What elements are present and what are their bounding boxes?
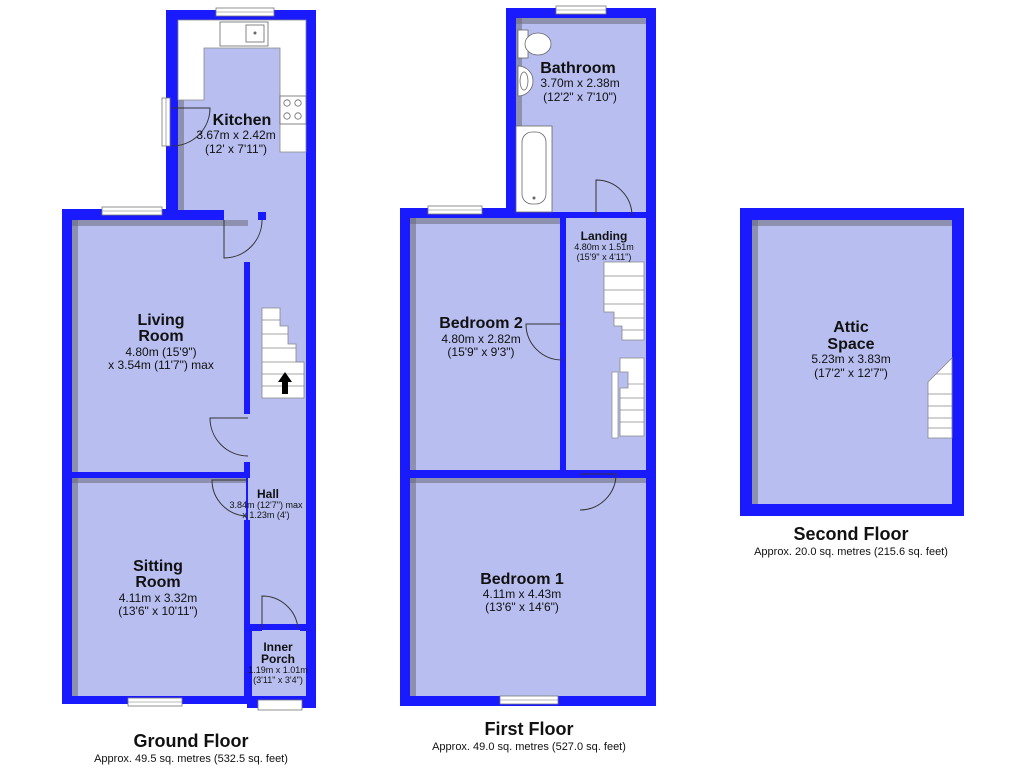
sitting-room-name-2: Room <box>135 574 180 591</box>
inner-porch-imperial: (3'11" x 3'4") <box>253 675 303 685</box>
kitchen-dims: 3.67m x 2.42m <box>196 128 275 142</box>
bathroom-name: Bathroom <box>540 60 616 77</box>
front-door <box>257 699 303 711</box>
living-room-dims: 4.80m (15'9") <box>125 345 196 359</box>
living-room-name-2: Room <box>138 328 183 345</box>
living-room-name-1: Living <box>137 312 184 329</box>
bedroom1-dims: 4.11m x 4.43m <box>483 587 561 601</box>
bedroom1-floor <box>410 478 646 696</box>
kitchen-door <box>171 107 211 147</box>
wall-living-sitting <box>68 472 250 478</box>
attic-imperial: (17'2" x 12'7") <box>814 366 888 380</box>
wall-kitchen-living <box>166 210 224 220</box>
landing-imperial: (15'9" x 4'11") <box>577 252 632 262</box>
ground-floor-area: Approx. 49.5 sq. metres (532.5 sq. feet) <box>94 753 288 765</box>
bedroom1-name: Bedroom 1 <box>480 571 564 588</box>
attic-floor <box>752 220 952 504</box>
kitchen-name: Kitchen <box>213 112 272 129</box>
inner-porch-door <box>261 595 299 629</box>
first-floor-label: First Floor <box>485 719 574 739</box>
ground-floor: Kitchen 3.67m x 2.42m (12' x 7'11") Livi… <box>62 7 316 765</box>
wall-living-hall-upper <box>244 262 250 414</box>
living-room-floor <box>72 220 248 472</box>
first-floor: Bathroom 3.70m x 2.38m (12'2" x 7'10") L… <box>400 5 656 753</box>
first-floor-area: Approx. 49.0 sq. metres (527.0 sq. feet) <box>432 741 626 753</box>
sitting-room-name-1: Sitting <box>133 558 183 575</box>
bedroom2-imperial: (15'9" x 9'3") <box>447 345 514 359</box>
wall-sitting-hall <box>244 520 250 700</box>
sitting-room-imperial: (13'6" x 10'11") <box>118 604 198 618</box>
bathtub <box>515 125 553 213</box>
hall-dims: 3.84m (12'7") max <box>230 500 303 510</box>
wall-porch-top <box>248 626 262 631</box>
bathroom-door <box>595 179 633 217</box>
wall-bedroom2-landing <box>560 218 566 322</box>
second-floor-area: Approx. 20.0 sq. metres (215.6 sq. feet) <box>754 546 948 558</box>
wall-bedrooms <box>406 470 578 478</box>
hob <box>279 95 307 125</box>
ground-staircase <box>261 307 305 399</box>
attic-name-1: Attic <box>833 319 869 336</box>
toilet <box>517 29 552 59</box>
inner-porch-floor <box>252 630 306 696</box>
sitting-room-dims: 4.11m x 3.32m <box>119 591 197 605</box>
second-floor-label: Second Floor <box>793 524 908 544</box>
bedroom2-floor <box>410 218 560 470</box>
hall-name: Hall <box>257 487 279 501</box>
first-staircase <box>603 261 645 439</box>
hall-living-door <box>209 417 249 457</box>
landing-dims: 4.80m x 1.51m <box>574 242 634 252</box>
kitchen-sink <box>219 21 269 47</box>
attic-name-2: Space <box>827 336 874 353</box>
up-arrow-icon <box>278 372 292 394</box>
inner-porch-name-2: Porch <box>261 652 295 666</box>
second-floor: Attic Space 5.23m x 3.83m (17'2" x 12'7"… <box>740 208 964 558</box>
basin <box>517 65 534 97</box>
hall-dims-2: x 1.23m (4') <box>242 510 289 520</box>
bedroom1-imperial: (13'6" x 14'6") <box>485 600 559 614</box>
attic-dims: 5.23m x 3.83m <box>811 352 890 366</box>
sitting-room-floor <box>72 478 246 696</box>
bedroom2-name: Bedroom 2 <box>439 315 523 332</box>
bathroom-dims: 3.70m x 2.38m <box>540 76 619 90</box>
attic-staircase <box>927 357 953 439</box>
bedroom2-dims: 4.80m x 2.82m <box>441 332 520 346</box>
kitchen-imperial: (12' x 7'11") <box>205 142 267 156</box>
wall-living-hall-lower <box>244 462 250 478</box>
bathroom-imperial: (12'2" x 7'10") <box>543 90 617 104</box>
living-room-door <box>223 219 263 259</box>
inner-porch-name-1: Inner <box>263 640 293 654</box>
hall-sitting-door <box>211 479 249 517</box>
inner-porch-dims: 1.19m x 1.01m <box>248 665 308 675</box>
kitchen-counter <box>177 19 307 153</box>
hall-floor <box>248 220 306 624</box>
living-room-dims-2: x 3.54m (11'7") max <box>108 358 214 372</box>
wall-bathroom-bedroom2 <box>506 212 594 218</box>
ground-floor-label: Ground Floor <box>134 731 249 751</box>
bedroom1-door <box>579 473 617 511</box>
landing-name: Landing <box>581 229 628 243</box>
bedroom2-door <box>525 323 563 361</box>
